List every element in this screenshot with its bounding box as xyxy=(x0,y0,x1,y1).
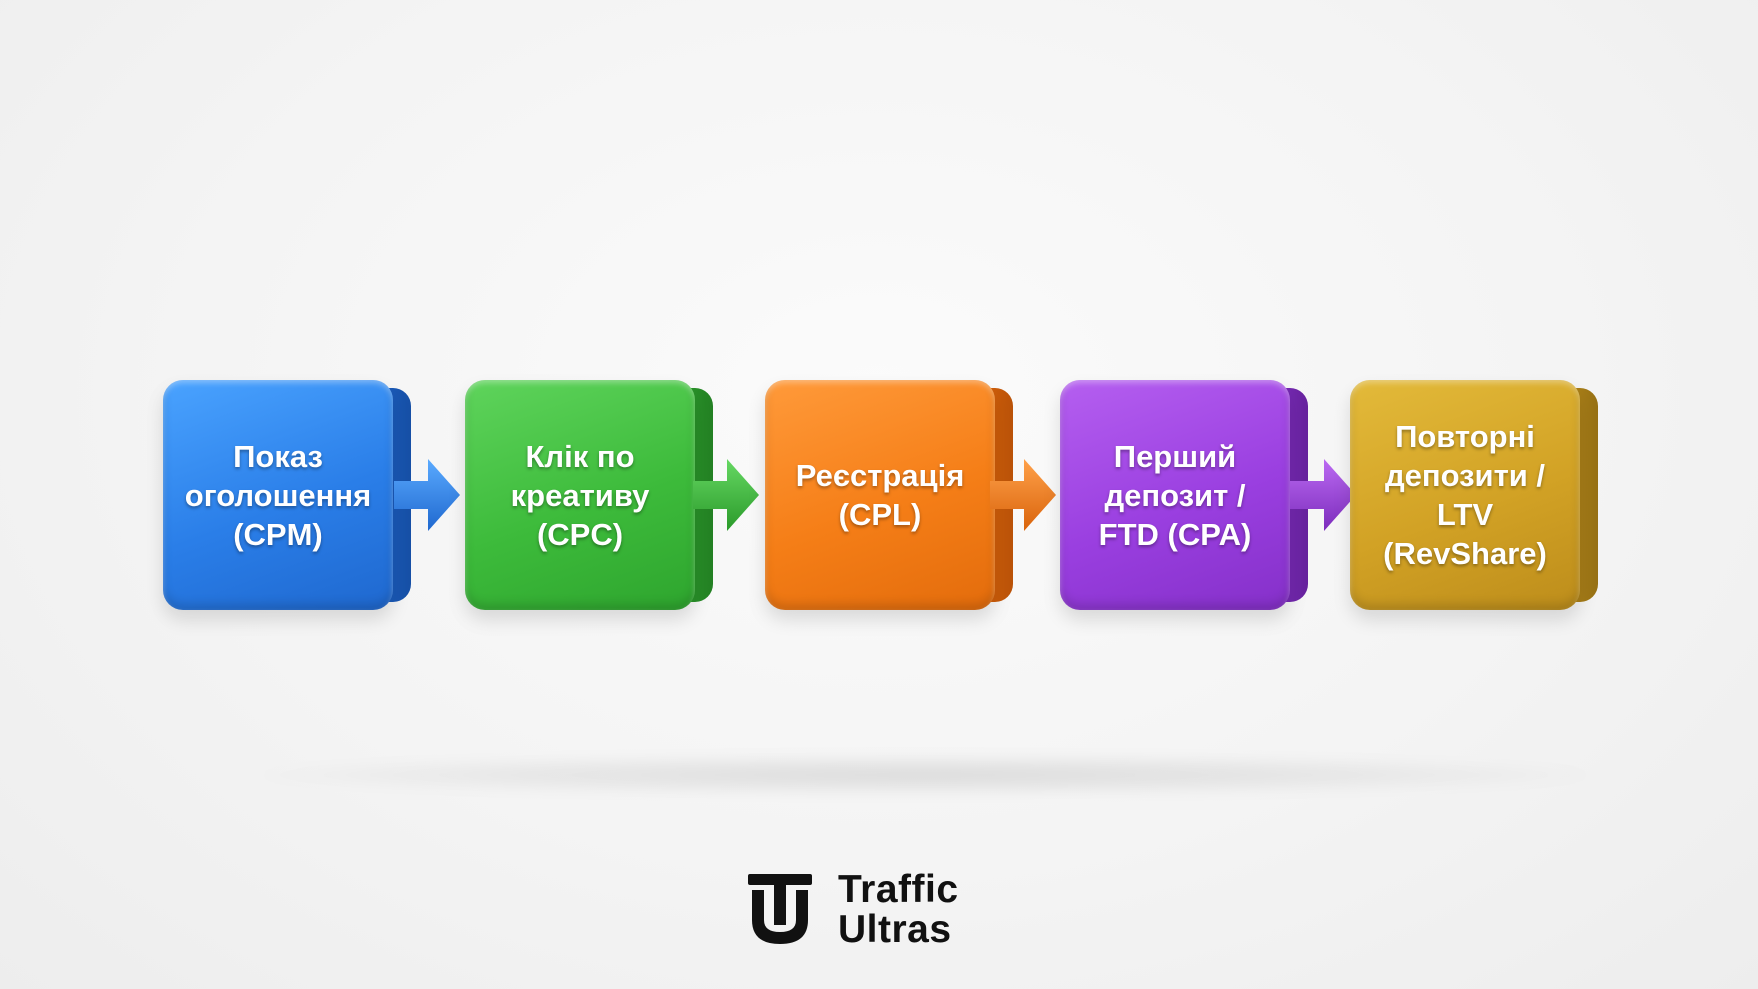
arrow-icon xyxy=(1290,455,1358,535)
step-repeat-deposits-side xyxy=(1568,388,1598,602)
step-click-label: Клік по креативу (CPC) xyxy=(510,438,650,552)
step-impression-box: Показ оголошення (CPM) xyxy=(163,380,411,610)
brand-wordmark: Traffic Ultras xyxy=(838,870,959,950)
step-registration-label: Реєстрація (CPL) xyxy=(795,458,965,532)
floor-shadow xyxy=(260,755,1590,795)
step-first-deposit-box: Перший депозит / FTD (CPA) xyxy=(1060,380,1308,610)
arrow-icon xyxy=(693,455,761,535)
brand-name-line2: Ultras xyxy=(838,908,952,951)
traffic-ultras-logo-icon xyxy=(748,874,812,944)
arrow-icon xyxy=(394,455,462,535)
step-registration-box: Реєстрація (CPL) xyxy=(765,380,1013,610)
brand-name-line1: Traffic xyxy=(838,868,959,911)
step-first-deposit-label: Перший депозит / FTD (CPA) xyxy=(1098,438,1252,552)
step-repeat-deposits-box: Повторні депозити / LTV (RevShare) xyxy=(1350,380,1598,610)
step-impression-label: Показ оголошення (CPM) xyxy=(184,438,372,552)
step-repeat-deposits-label: Повторні депозити / LTV (RevShare) xyxy=(1383,419,1547,571)
brand-logo: Traffic Ultras xyxy=(748,870,959,950)
arrow-icon xyxy=(990,455,1058,535)
step-click-box: Клік по креативу (CPC) xyxy=(465,380,713,610)
